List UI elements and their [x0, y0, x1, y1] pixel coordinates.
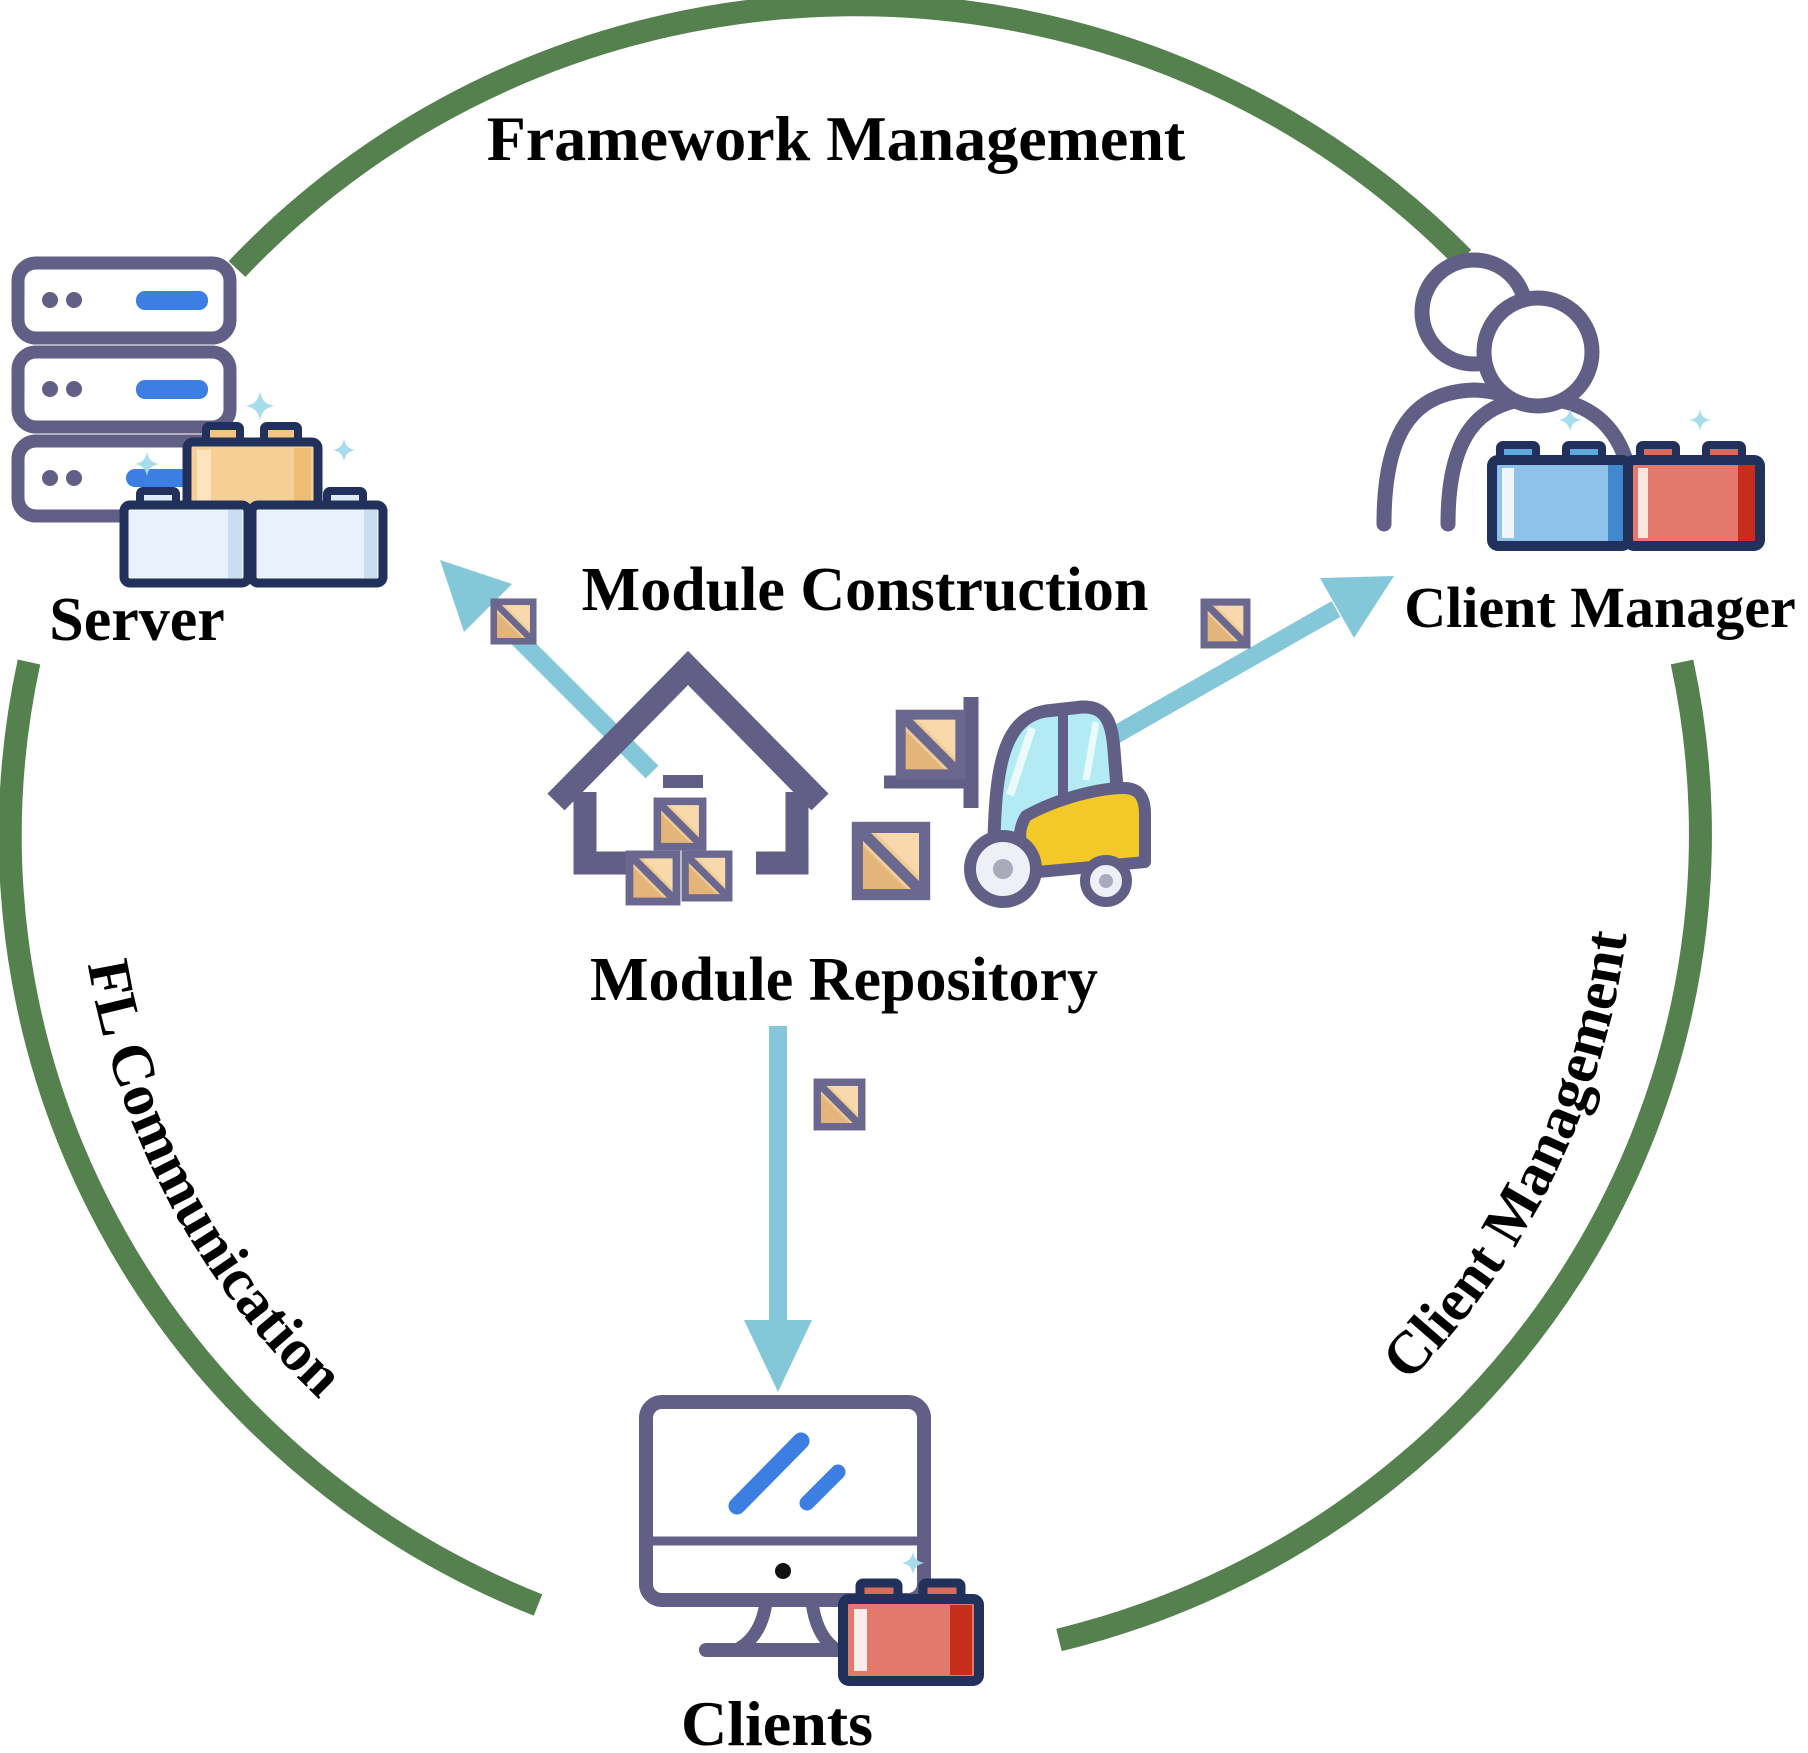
server-led: [42, 381, 58, 397]
sparkle-icon: [245, 391, 275, 421]
server-unit: [11, 256, 237, 345]
arrow-head-icon: [744, 1320, 812, 1392]
fl-communication-text: FL Communication: [75, 954, 357, 1409]
module-repository-label: Module Repository: [590, 946, 1098, 1014]
monitor-leg: [805, 1595, 841, 1655]
arrow-shaft: [1103, 601, 1341, 747]
crate-icon: [685, 854, 729, 898]
warehouse-icon: [547, 650, 829, 902]
forklift-icon: [857, 697, 1151, 908]
server-slot-bar: [136, 291, 208, 310]
warehouse-left-wall: [573, 792, 626, 875]
lego-brick-lightblue-icon: [119, 487, 388, 588]
window-glare: [1006, 726, 1036, 797]
arrow-head-icon: [440, 560, 512, 632]
crate-icon: [657, 801, 702, 846]
server-led: [42, 470, 58, 486]
server-led: [42, 292, 58, 308]
arrow-to-clients: [744, 1026, 812, 1392]
client-manager-icon: [1376, 252, 1765, 551]
fl-communication-label: FL Communication: [75, 954, 357, 1409]
server-led: [66, 381, 82, 397]
server-led: [66, 292, 82, 308]
module-crate-icon: [494, 602, 533, 641]
server-label: Server: [49, 586, 225, 654]
server-slot-bar: [126, 469, 192, 487]
wheel-hub: [993, 859, 1013, 879]
warehouse-roof: [547, 650, 829, 811]
framework-management-arc: [228, 0, 1472, 277]
server-unit: [11, 345, 237, 434]
clients-label: Clients: [681, 1688, 873, 1753]
lego-brick-red-icon: [838, 1578, 984, 1686]
wheel-hub: [1099, 874, 1113, 888]
client-management-label: Client Management: [1369, 926, 1639, 1391]
arrow-head-icon: [1320, 576, 1394, 638]
module-crate-icon: [1204, 602, 1247, 645]
client-management-arc: [1056, 659, 1712, 1652]
sparkle-icon: [1689, 409, 1711, 431]
screen-slash: [728, 1432, 810, 1515]
fl-communication-arc: [0, 659, 543, 1616]
server-led: [66, 470, 82, 486]
module-crate-icon: [817, 1082, 862, 1127]
monitor-camera-dot: [775, 1563, 791, 1579]
monitor-screen: [639, 1395, 931, 1607]
client-management-text: Client Management: [1369, 926, 1639, 1391]
warehouse-dash: [663, 775, 703, 788]
lego-brick-tan-icon: [182, 422, 323, 516]
lego-brick-blue-red-icon: [1487, 441, 1765, 551]
crate-icon: [629, 854, 676, 901]
clients-icon: [639, 1395, 984, 1686]
framework-management-label: Framework Management: [487, 103, 1186, 174]
warehouse-right-wall: [756, 792, 809, 875]
server-icon: [11, 256, 388, 588]
server-slot-bar: [136, 380, 208, 399]
module-construction-label: Module Construction: [582, 556, 1149, 624]
monitor-leg: [733, 1595, 773, 1655]
sparkle-icon: [332, 438, 356, 462]
window-glare: [1082, 721, 1100, 781]
user-front-head: [1476, 290, 1600, 414]
arrow-to-client-manager: [1103, 576, 1394, 747]
crate-icon: [901, 715, 961, 775]
client-manager-label: Client Manager: [1404, 575, 1795, 640]
screen-slash: [799, 1464, 846, 1511]
crate-icon: [857, 827, 924, 894]
